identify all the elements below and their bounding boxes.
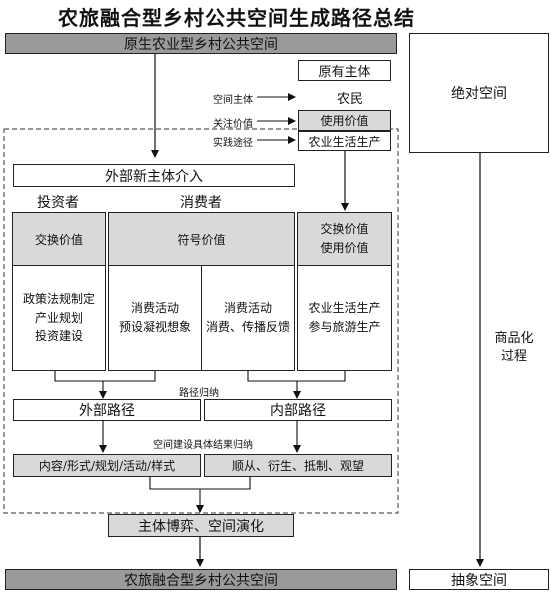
consumer-right-line-2: 消费、传播反馈 bbox=[205, 320, 290, 334]
external-path-box: 外部路径 bbox=[13, 399, 201, 421]
consumer-header: 符号价值 bbox=[108, 212, 295, 266]
consumer-label: 消费者 bbox=[180, 195, 222, 211]
commodification-line-2: 过程 bbox=[500, 349, 527, 364]
farmer-body-line-2: 参与旅游生产 bbox=[308, 320, 381, 334]
farmer-header: 交换价值 使用价值 bbox=[297, 212, 392, 266]
game-evolution-box: 主体博弈、空间演化 bbox=[108, 514, 294, 537]
abstract-space-box: 抽象空间 bbox=[409, 569, 549, 590]
farmer-header-line-2: 使用价值 bbox=[320, 241, 369, 255]
consumer-body-right: 消费活动 消费、传播反馈 bbox=[201, 265, 295, 371]
farmer-body-line-1: 农业生活生产 bbox=[308, 301, 381, 316]
internal-result-box: 顺从、衍生、抵制、观望 bbox=[204, 454, 392, 477]
path-summary-label: 路径归纳 bbox=[179, 388, 219, 399]
consumer-right-line-1: 消费活动 bbox=[223, 301, 272, 316]
investor-item-planning: 产业规划 bbox=[34, 310, 83, 325]
investor-header: 交换价值 bbox=[12, 212, 106, 266]
investor-body: 政策法规制定 产业规划 投资建设 bbox=[12, 265, 106, 371]
consumer-body-left: 消费活动 预设凝视想象 bbox=[108, 265, 202, 371]
commodification-line-1: 商品化 bbox=[494, 330, 534, 346]
absolute-space-box: 绝对空间 bbox=[409, 33, 549, 153]
farmer-label: 农民 bbox=[336, 92, 363, 107]
subject-label: 空间主体 bbox=[213, 95, 253, 106]
internal-path-box: 内部路径 bbox=[204, 399, 392, 421]
consumer-left-line-2: 预设凝视想象 bbox=[118, 320, 191, 334]
external-result-box: 内容/形式/规划/活动/样式 bbox=[13, 454, 201, 477]
investor-item-investment: 投资建设 bbox=[34, 329, 83, 344]
original-subject-box: 原有主体 bbox=[298, 60, 391, 81]
result-summary-label: 空间建设具体结果归纳 bbox=[153, 440, 253, 451]
farmer-use-value-box: 使用价值 bbox=[298, 110, 391, 131]
original-space-box: 原生农业型乡村公共空间 bbox=[5, 33, 397, 54]
commodification-label: 商品化 过程 bbox=[484, 326, 544, 370]
investor-label: 投资者 bbox=[37, 195, 79, 211]
investor-item-policy: 政策法规制定 bbox=[22, 292, 95, 307]
final-space-box: 农旅融合型乡村公共空间 bbox=[5, 569, 397, 590]
consumer-left-line-1: 消费活动 bbox=[130, 301, 179, 316]
value-label: 关注价值 bbox=[213, 119, 253, 130]
path-label: 实践途径 bbox=[213, 138, 253, 149]
external-entry-box: 外部新主体介入 bbox=[13, 164, 295, 187]
diagram-title: 农旅融合型乡村公共空间生成路径总结 bbox=[58, 6, 415, 30]
farmer-body: 农业生活生产 参与旅游生产 bbox=[297, 265, 392, 371]
farmer-header-line-1: 交换价值 bbox=[320, 222, 369, 237]
farmer-practice-box: 农业生活生产 bbox=[298, 131, 391, 151]
